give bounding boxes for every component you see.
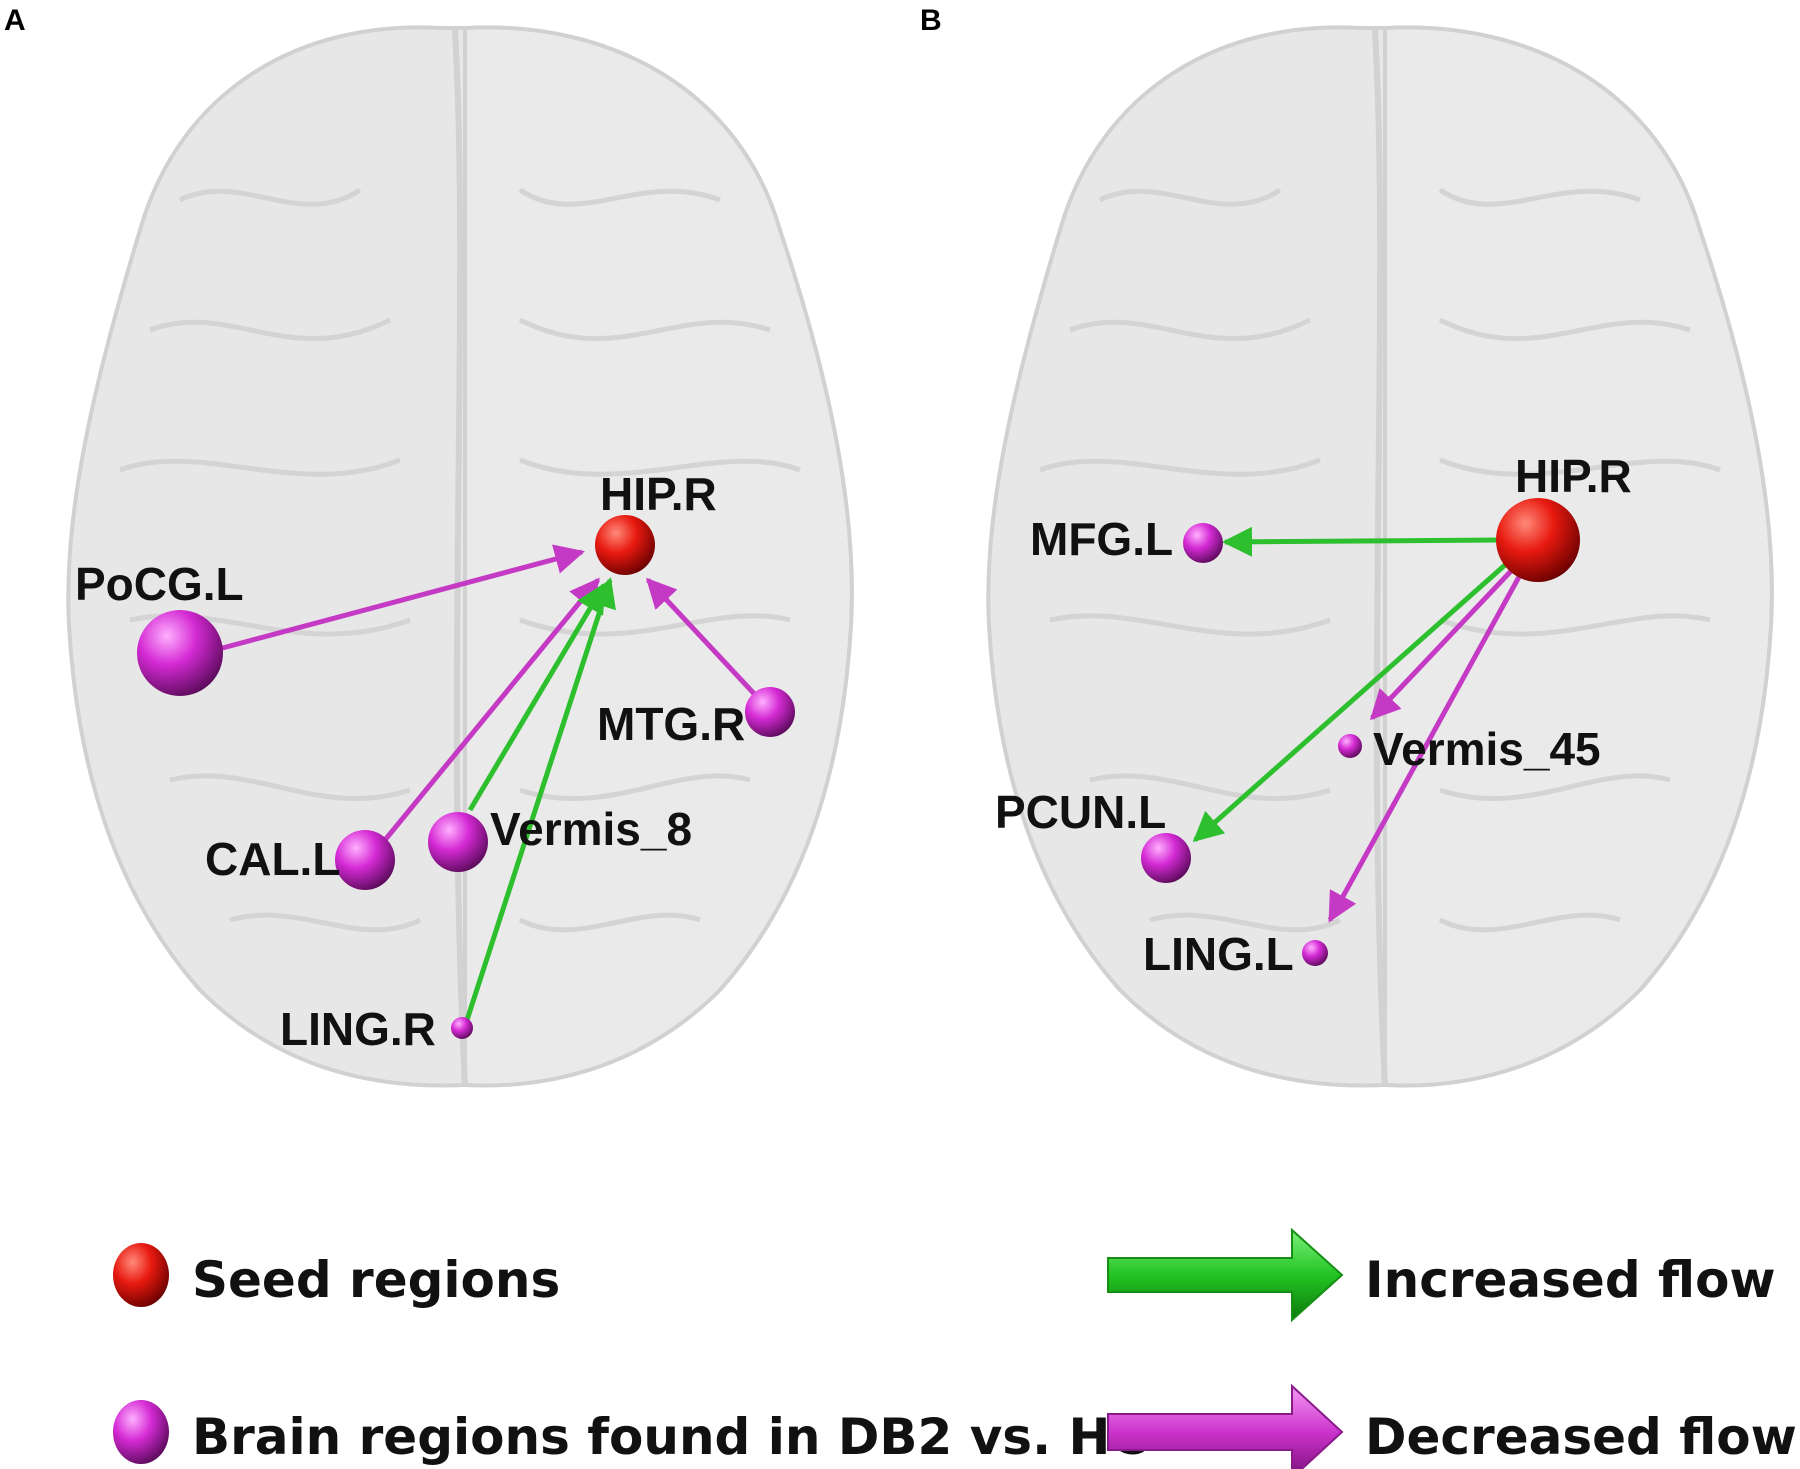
legend-decreased: Decreased flow: [1107, 1383, 1797, 1469]
edge-hip-to-ling: [1327, 573, 1523, 923]
brain-outline-b: [986, 25, 1774, 1088]
legend-increased: Increased flow: [1107, 1227, 1776, 1323]
region-label-cal-l: CAL.L: [205, 833, 340, 885]
legend-seed-label: Seed regions: [192, 1251, 560, 1309]
legend-seed: Seed regions: [113, 1243, 560, 1309]
brain-outline-a: [66, 25, 854, 1088]
labels-a: HIP.R PoCG.L MTG.R CAL.L Vermis_8 LING.R: [75, 468, 745, 1055]
region-node-mfg-l: [1183, 523, 1223, 563]
nodes-b: [1141, 498, 1580, 966]
legend-region: Brain regions found in DB2 vs. HC: [113, 1400, 1147, 1466]
edges-b: [1192, 526, 1523, 923]
region-label-pocg-l: PoCG.L: [75, 558, 244, 610]
region-label-mtg-r: MTG.R: [597, 698, 745, 750]
panel-b-letter: B: [920, 4, 942, 37]
edge-hip-to-mfg: [1222, 526, 1501, 557]
edge-vermis8-to-hip: [467, 582, 607, 812]
region-label-vermis-45: Vermis_45: [1373, 723, 1601, 775]
seed-label-a: HIP.R: [600, 468, 717, 520]
legend-region-label: Brain regions found in DB2 vs. HC: [192, 1408, 1147, 1466]
edge-ling-to-hip: [464, 577, 616, 1021]
region-node-pocg-l: [137, 610, 223, 696]
panel-a-letter: A: [4, 4, 26, 37]
labels-b: HIP.R MFG.L Vermis_45 PCUN.L LING.L: [995, 450, 1632, 980]
seed-label-b: HIP.R: [1515, 450, 1632, 502]
panel-b: B HIP.R MFG.L Vermis_45 PCUN.L LI: [920, 4, 1774, 1088]
region-node-ling-l: [1302, 940, 1328, 966]
edge-hip-to-vermis45: [1369, 568, 1514, 721]
region-label-mfg-l: MFG.L: [1030, 513, 1173, 565]
legend-decreased-arrow-icon: [1107, 1383, 1344, 1469]
legend-region-sphere-icon: [113, 1400, 169, 1464]
panel-a: A HIP.R PoCG.L MTG.R CAL.: [4, 4, 854, 1088]
region-label-vermis-8: Vermis_8: [490, 803, 692, 855]
edge-pocg-to-hip: [214, 544, 585, 653]
legend-decreased-label: Decreased flow: [1365, 1408, 1797, 1466]
legend-increased-arrow-icon: [1107, 1227, 1344, 1323]
edges-a: [214, 544, 762, 1021]
region-label-ling-r: LING.R: [280, 1003, 436, 1055]
region-node-pcun-l: [1141, 833, 1191, 883]
region-node-cal-l: [335, 830, 395, 890]
edge-hip-to-pcun: [1192, 563, 1507, 842]
region-node-mtg-r: [745, 687, 795, 737]
region-node-vermis-8: [428, 812, 488, 872]
seed-node-hip-r-b: [1496, 498, 1580, 582]
region-node-ling-r: [451, 1017, 473, 1039]
region-label-pcun-l: PCUN.L: [995, 786, 1166, 838]
region-node-vermis-45: [1338, 734, 1362, 758]
edge-cal-to-hip: [383, 577, 600, 842]
nodes-a: [137, 515, 795, 1039]
legend-increased-label: Increased flow: [1365, 1251, 1776, 1309]
region-label-ling-l: LING.L: [1143, 928, 1294, 980]
seed-node-hip-r-a: [595, 515, 655, 575]
legend: Seed regions Brain regions found in DB2 …: [113, 1227, 1797, 1469]
legend-seed-sphere-icon: [113, 1243, 169, 1307]
edge-mtg-to-hip: [645, 577, 762, 702]
